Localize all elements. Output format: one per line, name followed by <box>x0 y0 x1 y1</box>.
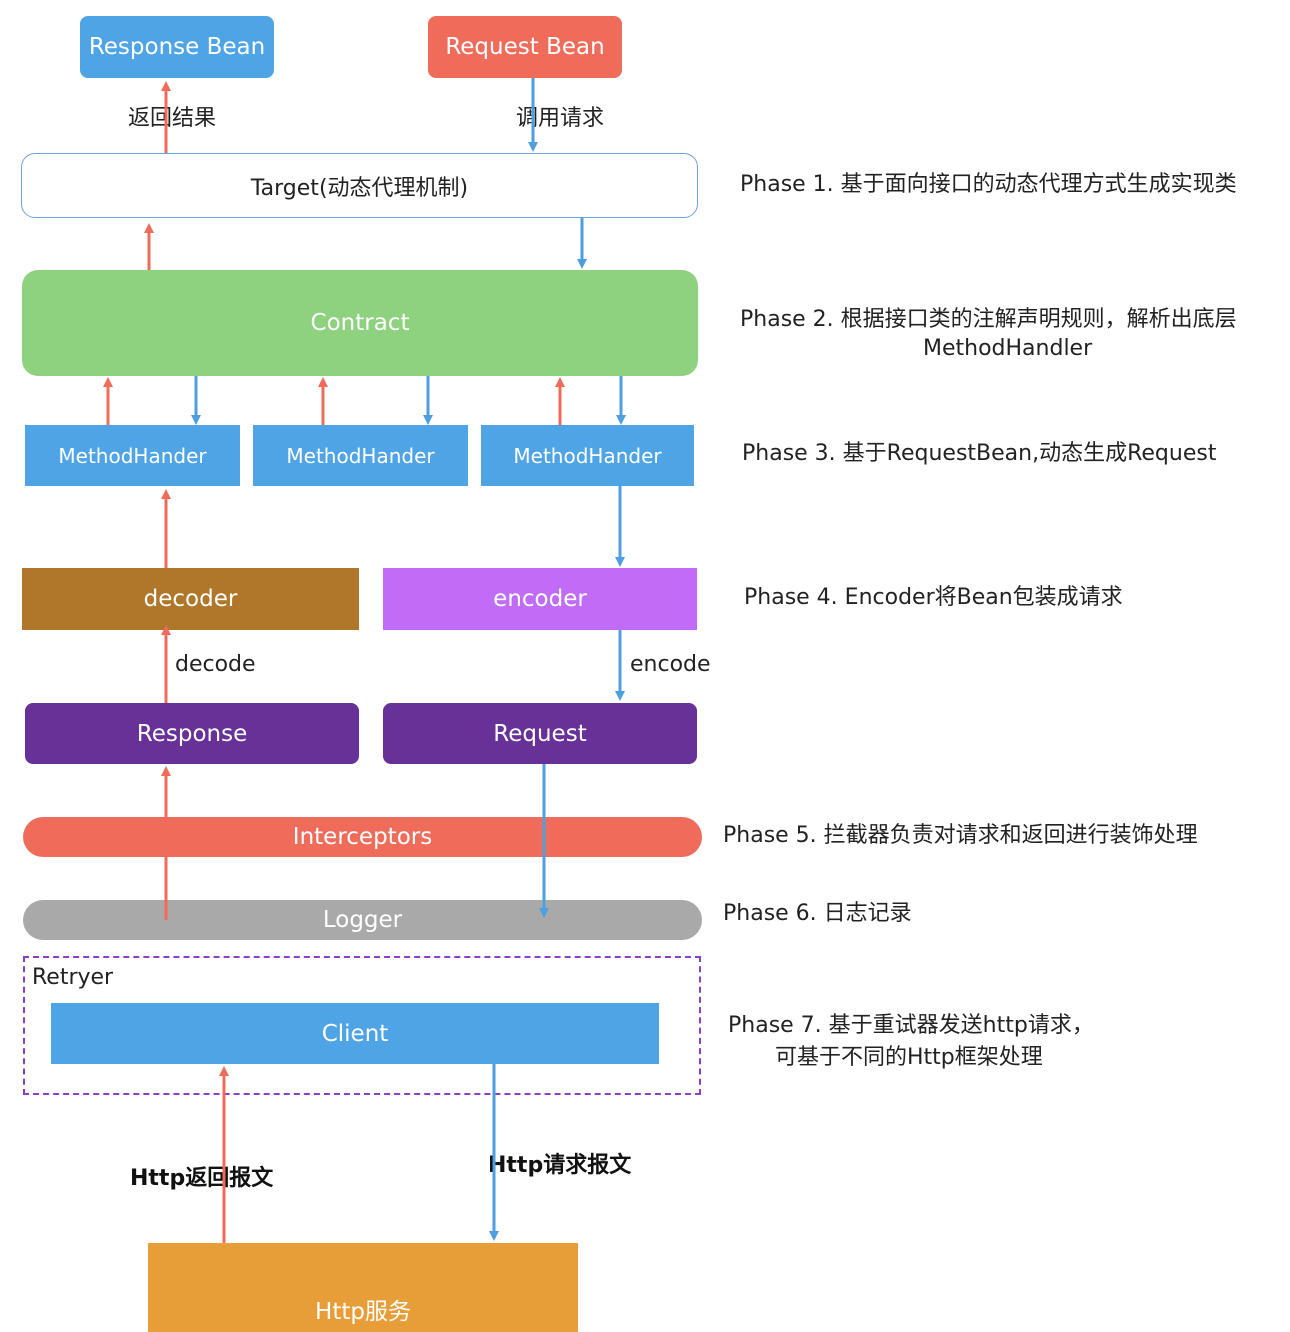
phase-5-text: Phase 5. 拦截器负责对请求和返回进行装饰处理 <box>723 823 1198 848</box>
request-node: Request <box>383 703 697 764</box>
method-handler-3: MethodHander <box>481 425 694 486</box>
interceptors-node: Interceptors <box>23 817 702 857</box>
http-response-label: Http返回报文 <box>130 1166 274 1191</box>
retryer-container <box>23 956 701 1095</box>
retryer-label: Retryer <box>32 965 114 990</box>
invoke-request-label: 调用请求 <box>516 106 605 131</box>
client-node: Client <box>51 1003 659 1064</box>
phase-1-text: Phase 1. 基于面向接口的动态代理方式生成实现类 <box>740 172 1237 197</box>
phase-7-text-line1: Phase 7. 基于重试器发送http请求， <box>728 1013 1094 1038</box>
phase-6-text: Phase 6. 日志记录 <box>723 901 912 926</box>
http-service-node: Http服务 <box>148 1243 578 1332</box>
method-handler-2: MethodHander <box>253 425 468 486</box>
phase-2-text-line1: Phase 2. 根据接口类的注解声明规则，解析出底层 <box>740 307 1237 332</box>
encode-label: encode <box>630 652 711 677</box>
logger-node: Logger <box>23 900 702 940</box>
method-handler-1: MethodHander <box>25 425 240 486</box>
target-node: Target(动态代理机制) <box>21 153 698 218</box>
phase-2-text-line2: MethodHandler <box>923 336 1093 361</box>
http-request-label: Http请求报文 <box>488 1153 632 1178</box>
encoder-node: encoder <box>383 568 697 630</box>
phase-7-text-line2: 可基于不同的Http框架处理 <box>775 1045 1043 1070</box>
return-result-label: 返回结果 <box>128 106 217 131</box>
decode-label: decode <box>175 652 256 677</box>
contract-node: Contract <box>22 270 698 376</box>
phase-3-text: Phase 3. 基于RequestBean,动态生成Request <box>742 441 1217 466</box>
response-bean-node: Response Bean <box>80 16 274 78</box>
response-node: Response <box>25 703 359 764</box>
request-bean-node: Request Bean <box>428 16 622 78</box>
decoder-node: decoder <box>22 568 359 630</box>
phase-4-text: Phase 4. Encoder将Bean包装成请求 <box>744 585 1123 610</box>
